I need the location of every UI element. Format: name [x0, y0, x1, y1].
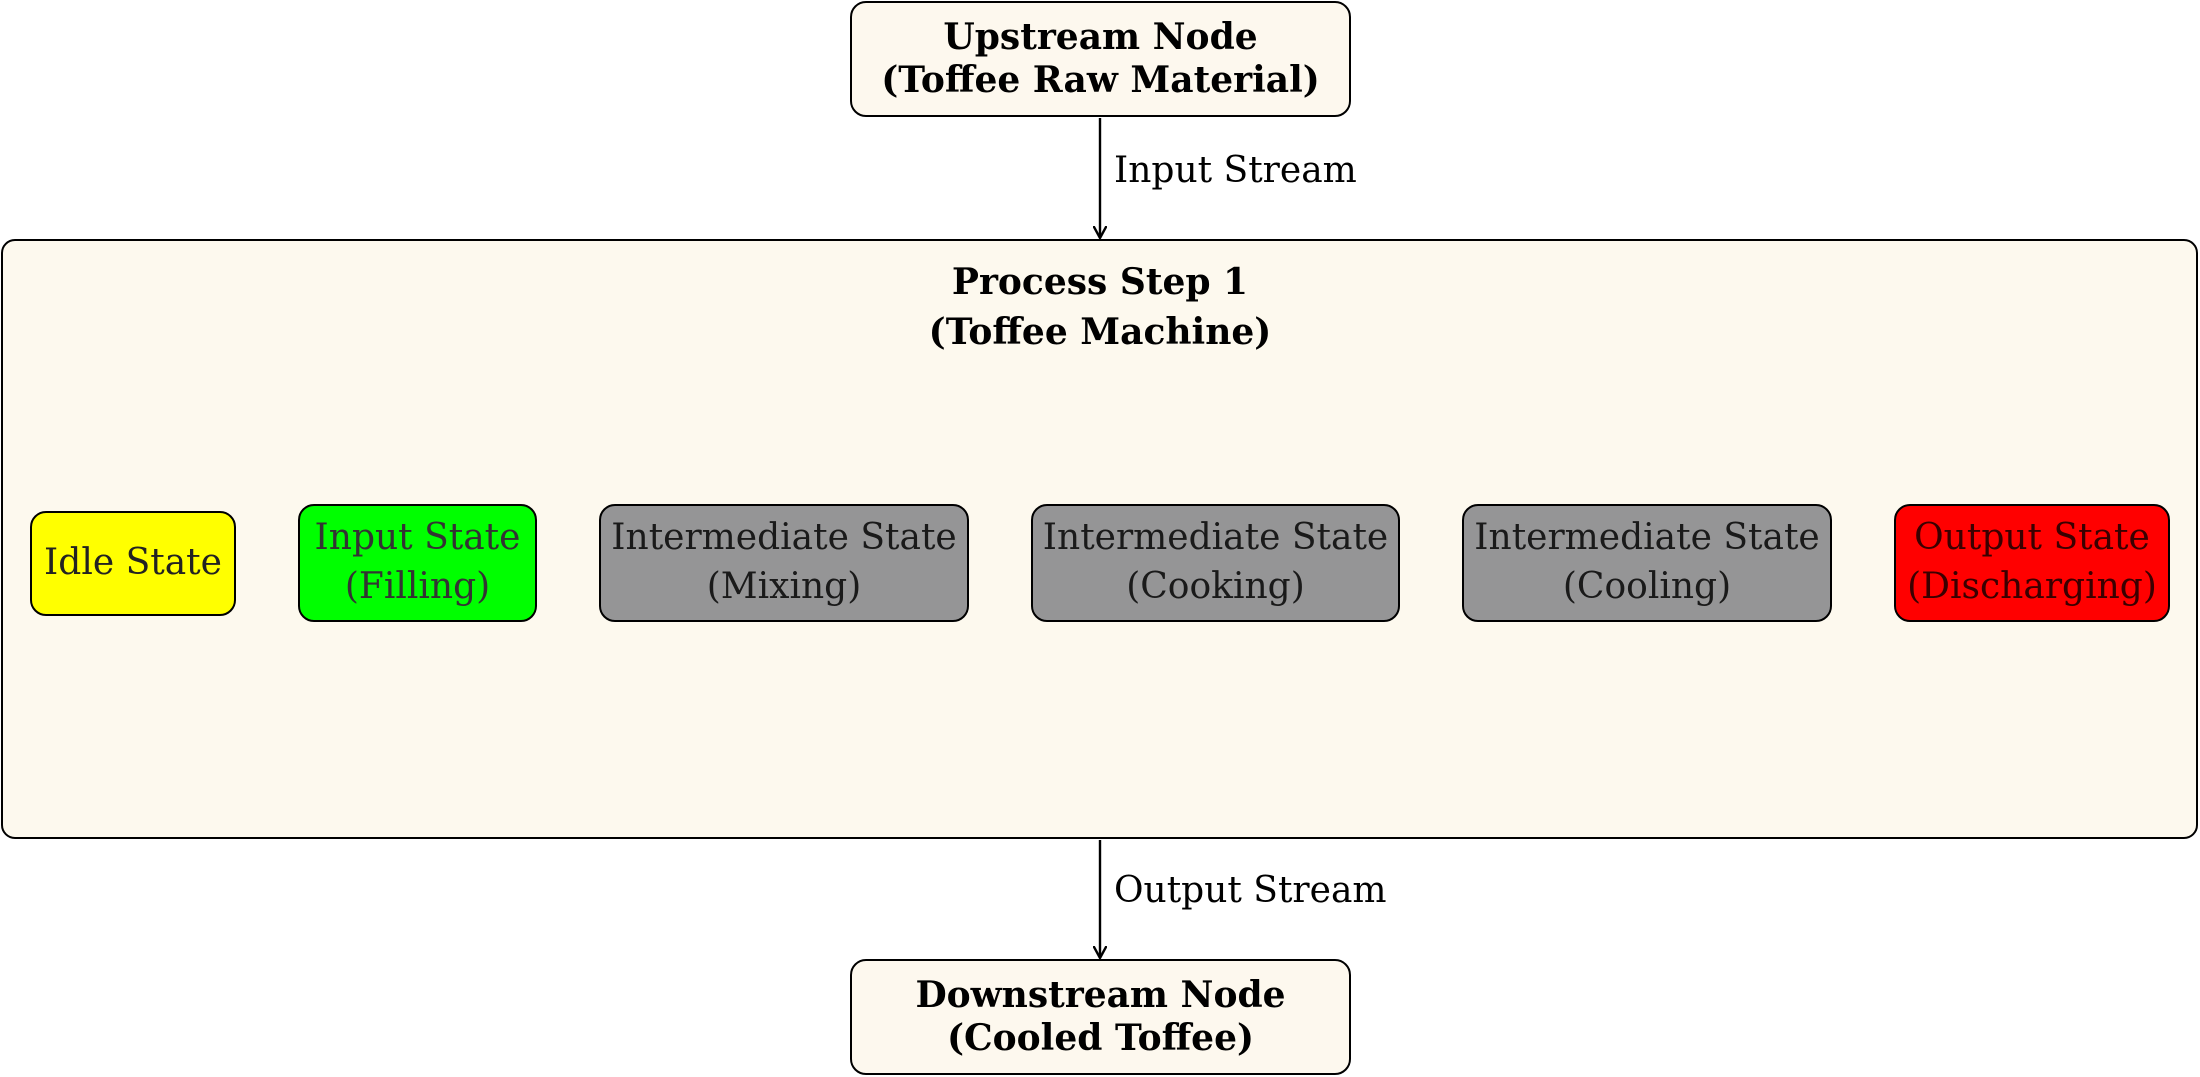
cooking-state-sublabel: (Cooking) [1126, 566, 1305, 607]
output-state-label: Output State [1914, 517, 2150, 559]
cooling-state-label: Intermediate State [1474, 517, 1820, 559]
mixing-state-sublabel: (Mixing) [706, 566, 862, 607]
mixing-state-label: Intermediate State [611, 517, 957, 559]
downstream-node-subtitle: (Cooled Toffee) [946, 1017, 1255, 1059]
downstream-node-title: Downstream Node [915, 973, 1286, 1016]
cooking-state-node: Intermediate State (Cooking) [1031, 504, 1400, 622]
process-title-line1: Process Step 1 [951, 261, 1249, 303]
input-state-label: Input State [314, 517, 521, 559]
input-stream-label: Input Stream [1114, 150, 1357, 191]
upstream-node-title: Upstream Node [943, 15, 1258, 58]
output-state-sublabel: (Discharging) [1907, 566, 2157, 607]
cooling-state-node: Intermediate State (Cooling) [1462, 504, 1832, 622]
input-state-sublabel: (Filling) [344, 566, 491, 607]
mixing-state-node: Intermediate State (Mixing) [599, 504, 969, 622]
upstream-node-subtitle: (Toffee Raw Material) [881, 59, 1320, 101]
cooling-state-sublabel: (Cooling) [1562, 566, 1732, 607]
output-stream-label: Output Stream [1114, 870, 1387, 911]
idle-state-label: Idle State [44, 542, 222, 584]
input-state-node: Input State (Filling) [298, 504, 537, 622]
process-title-line2: (Toffee Machine) [928, 311, 1272, 354]
idle-state-node: Idle State [30, 511, 236, 616]
process-step-title: Process Step 1 (Toffee Machine) [0, 257, 2200, 358]
output-state-node: Output State (Discharging) [1894, 504, 2170, 622]
upstream-node: Upstream Node (Toffee Raw Material) [850, 1, 1351, 117]
cooking-state-label: Intermediate State [1042, 517, 1389, 559]
downstream-node: Downstream Node (Cooled Toffee) [850, 959, 1351, 1075]
